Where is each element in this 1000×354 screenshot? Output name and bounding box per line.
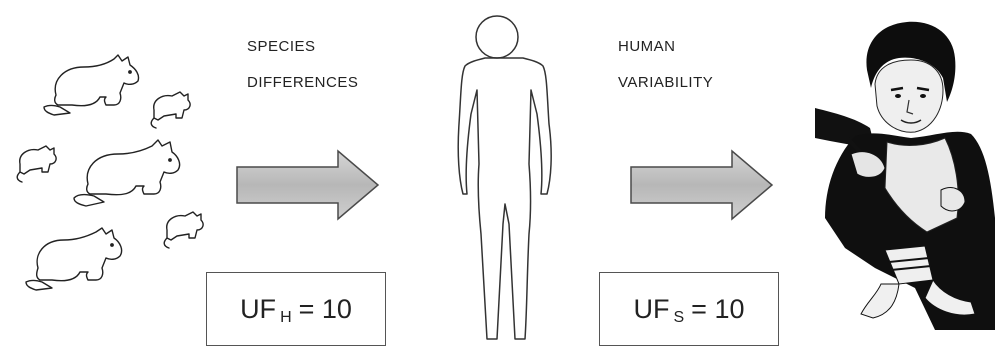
rat-icon xyxy=(17,146,56,182)
uf-value: = 10 xyxy=(299,294,352,325)
animal-group xyxy=(0,0,220,354)
rabbit-and-rat-icons xyxy=(0,0,220,354)
child-photo xyxy=(815,18,995,330)
uf-h-box: UF H = 10 xyxy=(206,272,386,346)
uf-subscript: H xyxy=(280,309,292,327)
rat-icon xyxy=(151,92,190,128)
variability-label: VARIABILITY xyxy=(618,75,713,90)
arrow-right-icon xyxy=(236,150,381,220)
human-outline-icon xyxy=(455,14,565,349)
species-label: SPECIES xyxy=(247,39,316,54)
rat-icon xyxy=(164,212,203,248)
uf-prefix: UF xyxy=(240,294,276,325)
differences-label: DIFFERENCES xyxy=(247,75,358,90)
rabbit-icon xyxy=(74,140,180,206)
rabbit-icon xyxy=(26,228,122,290)
human-label: HUMAN xyxy=(618,39,676,54)
uf-s-box: UF S = 10 xyxy=(599,272,779,346)
arrow-right-icon xyxy=(630,150,775,220)
rabbit-icon xyxy=(44,55,139,115)
uf-value: = 10 xyxy=(691,294,744,325)
uf-prefix: UF xyxy=(634,294,670,325)
uf-subscript: S xyxy=(674,309,685,327)
